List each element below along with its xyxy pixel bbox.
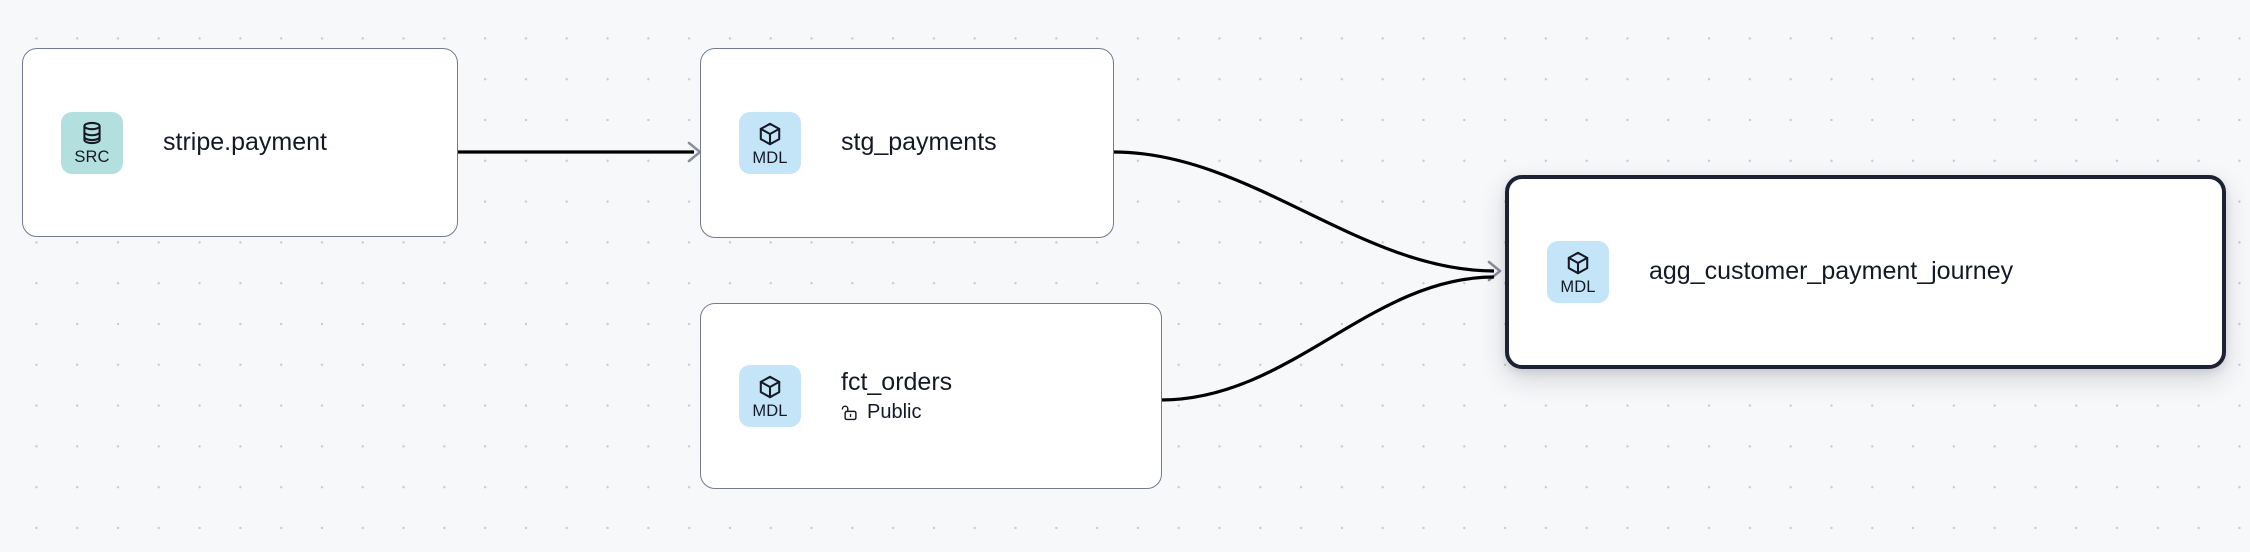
node-agg-customer-payment-journey[interactable]: MDL agg_customer_payment_journey <box>1505 175 2226 369</box>
cube-icon <box>757 121 783 147</box>
badge-label: SRC <box>74 148 110 167</box>
node-title: stripe.payment <box>163 127 327 156</box>
node-visibility: Public <box>841 401 952 424</box>
edge-stripe-to-stg <box>458 141 702 163</box>
node-title: stg_payments <box>841 128 997 157</box>
node-labels: agg_customer_payment_journey <box>1649 257 2013 287</box>
badge-label: MDL <box>1560 277 1596 296</box>
badge-label: MDL <box>752 148 788 167</box>
node-stg-payments[interactable]: MDL stg_payments <box>700 48 1114 238</box>
cube-icon <box>1565 250 1591 276</box>
node-title: agg_customer_payment_journey <box>1649 257 2014 286</box>
badge-label: MDL <box>752 401 788 420</box>
node-visibility-label: Public <box>867 401 922 424</box>
node-labels: fct_orders Public <box>841 368 952 425</box>
node-title: fct_orders <box>841 367 953 396</box>
badge-mdl: MDL <box>739 365 801 427</box>
badge-mdl: MDL <box>1547 241 1609 303</box>
database-icon <box>79 120 105 146</box>
arrowhead-icon <box>687 141 702 163</box>
edge-fct-to-agg <box>1160 275 1495 402</box>
node-labels: stg_payments <box>841 128 997 158</box>
badge-mdl: MDL <box>739 112 801 174</box>
node-stripe-payment[interactable]: SRC stripe.payment <box>22 48 458 237</box>
node-fct-orders[interactable]: MDL fct_orders Public <box>700 303 1162 489</box>
node-labels: stripe.payment <box>163 128 327 158</box>
unlock-icon <box>841 403 860 422</box>
badge-src: SRC <box>61 111 123 174</box>
arrowhead-icon <box>1487 260 1502 282</box>
edge-stg-to-agg <box>1113 150 1502 282</box>
cube-icon <box>757 374 783 400</box>
